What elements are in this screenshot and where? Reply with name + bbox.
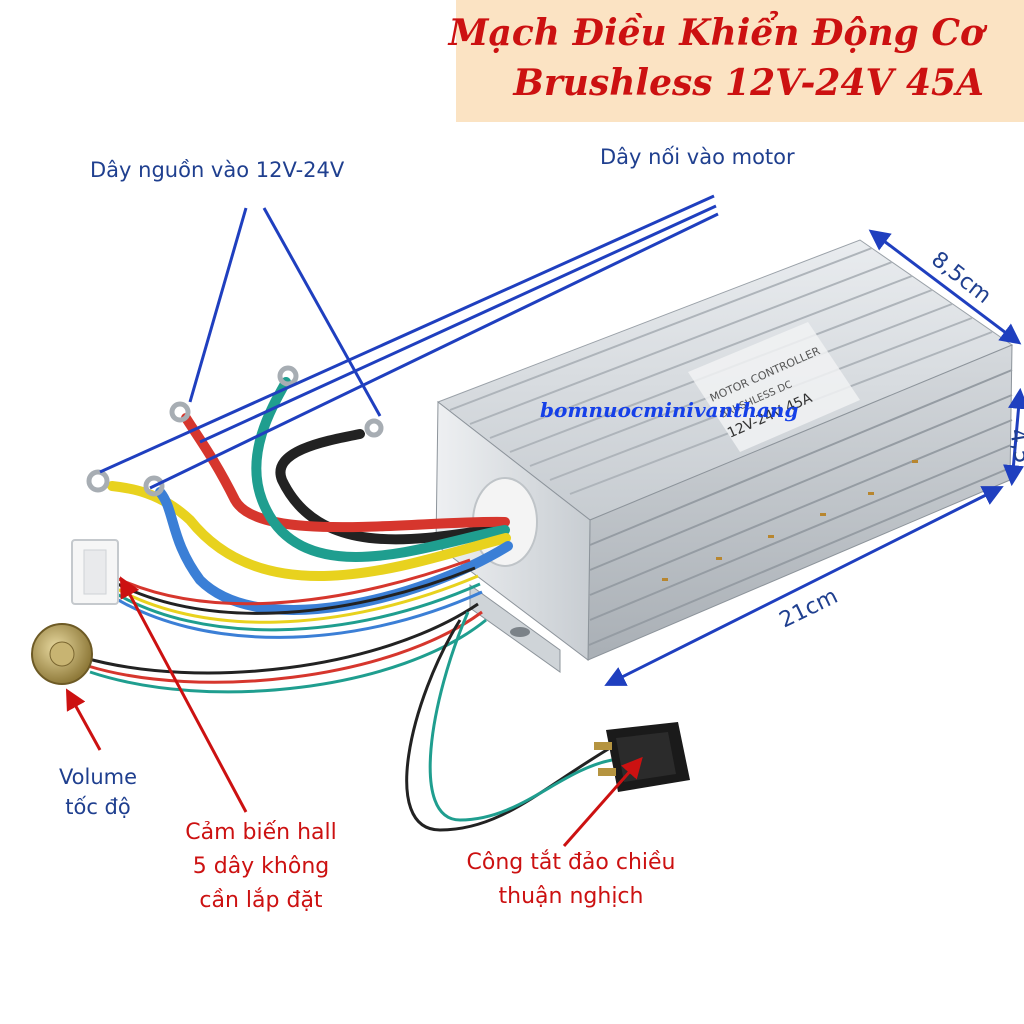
terminal-blue <box>143 475 165 497</box>
power-wires-label: Dây nguồn vào 12V-24V <box>90 158 345 182</box>
hall-wire-green <box>109 582 481 632</box>
terminal-yellow <box>86 469 110 493</box>
green-wire <box>251 377 510 562</box>
hall-label-line-1: Cảm biến hall <box>185 820 337 845</box>
watermark: bomnuocminivanthang <box>540 398 799 422</box>
rocker-switch <box>594 722 690 792</box>
volume-label-line-2: tốc độ <box>65 795 131 819</box>
title-line-1: Mạch Điều Khiển Động Cơ <box>448 12 984 54</box>
yellow-wire <box>107 481 511 581</box>
black-wire <box>275 429 505 545</box>
controller-box: MOTOR CONTROLLER BRUSHLESS DC 12V-24V 45… <box>435 239 1014 673</box>
hall-sensor-harness <box>109 558 483 639</box>
power-pointer-left <box>188 207 248 403</box>
height-dimension: 4,5 <box>1004 427 1024 466</box>
length-arrow <box>604 486 1004 686</box>
power-pointer-right <box>262 207 382 417</box>
switch-arrow <box>562 756 643 847</box>
height-arrow <box>1003 387 1024 487</box>
hall-wire-yellow <box>109 574 479 624</box>
hall-arrow <box>120 576 248 813</box>
controller-sticker <box>688 322 860 452</box>
switch-label-line-2: thuận nghịch <box>498 884 644 909</box>
terminal-red <box>169 401 191 423</box>
annotation-lines-blue <box>99 194 1024 686</box>
motor-wires-label: Dây nối vào motor <box>600 145 795 169</box>
length-dimension: 21cm <box>776 584 842 633</box>
title-banner <box>456 0 1024 122</box>
switch-wires <box>405 611 613 832</box>
motor-wire-line-1 <box>99 194 715 474</box>
terminal-green <box>277 365 299 387</box>
title-line-2: Brushless 12V-24V 45A <box>513 62 984 104</box>
ring-terminals <box>86 365 384 497</box>
motor-wire-line-3 <box>149 212 719 490</box>
red-wire <box>181 413 510 533</box>
hall-wire-red <box>109 558 471 606</box>
volume-label: Volume tốc độ <box>38 762 158 822</box>
hall-label-line-3: cần lắp đặt <box>199 888 323 913</box>
hall-label-line-2: 5 dây không <box>192 854 330 879</box>
potentiometer <box>84 602 487 694</box>
volume-arrow <box>65 688 102 751</box>
reverse-switch-label: Công tắt đảo chiều thuận nghịch <box>446 846 696 914</box>
hall-wire-black <box>109 566 476 615</box>
hall-wire-blue <box>109 590 483 639</box>
hall-sensor-label: Cảm biến hall 5 dây không cần lắp đặt <box>166 816 356 918</box>
motor-wire-line-2 <box>199 204 717 444</box>
volume-label-line-1: Volume <box>58 765 138 789</box>
terminal-black <box>364 418 384 438</box>
annotation-arrows-red <box>65 576 643 847</box>
width-arrow <box>868 229 1022 345</box>
switch-label-line-1: Công tắt đảo chiều <box>466 850 676 875</box>
